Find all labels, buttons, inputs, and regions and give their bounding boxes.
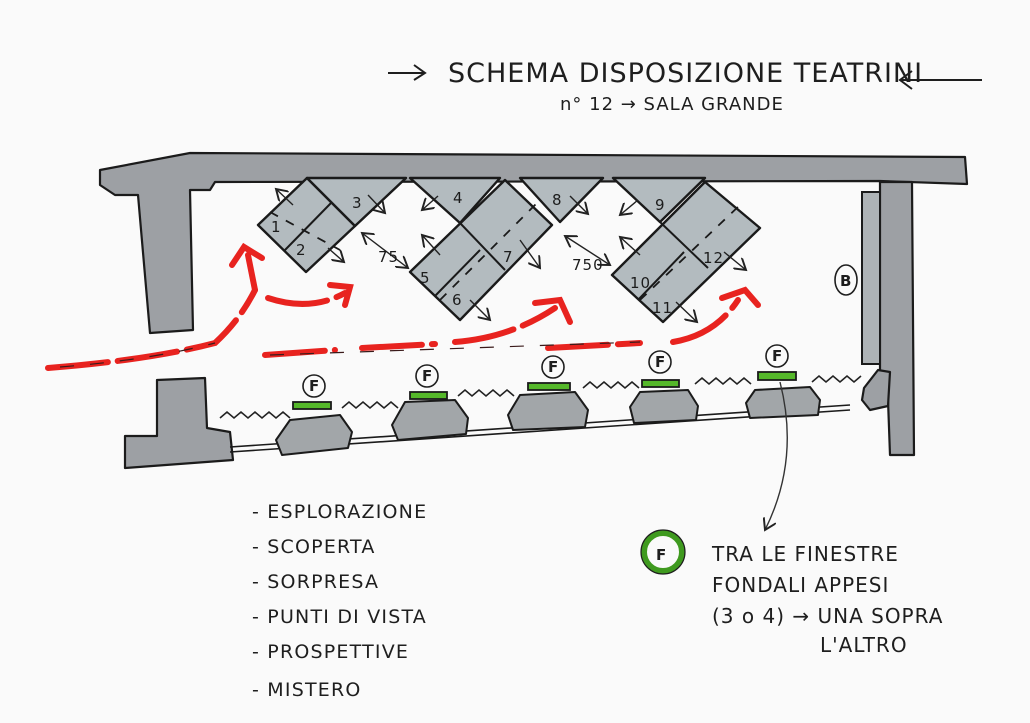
legend-line-1: TRA LE FINESTRE <box>711 542 899 566</box>
panel-block-9 <box>611 176 707 224</box>
legend-line-2: FONDALI APPESI <box>712 573 889 597</box>
dimensions: 75 750 <box>362 233 610 274</box>
curtain-3 <box>457 388 515 398</box>
dimension-label-1: 75 <box>378 248 399 266</box>
path-curve-2-head-icon <box>532 296 573 325</box>
right-wall <box>878 180 916 457</box>
panel-number-11: 11 <box>652 299 673 317</box>
fondali: F F F F F <box>292 344 797 410</box>
panel-group-a <box>256 176 408 274</box>
concept-item: - SCOPERTA <box>252 536 376 558</box>
curtain-1 <box>219 410 291 420</box>
curtain-5 <box>694 376 752 386</box>
curtain-2 <box>341 400 399 410</box>
pier-5 <box>745 386 821 419</box>
panel-number-1: 1 <box>271 218 282 236</box>
fondale-bar <box>527 382 571 391</box>
curtain-6 <box>811 374 862 384</box>
pier-3 <box>507 391 589 431</box>
concept-item: - PUNTI DI VISTA <box>252 606 427 628</box>
fondale-3: F <box>527 355 571 391</box>
curtain-4 <box>582 380 640 390</box>
fondale-bar <box>292 401 332 410</box>
fondale-bar <box>641 379 680 388</box>
path-up-arrow-head-icon <box>229 242 265 268</box>
path-curve-1-head-icon <box>327 282 354 308</box>
dimension-label-2: 750 <box>572 256 604 274</box>
f-marker-label: F <box>309 377 319 395</box>
top-wall <box>98 151 969 335</box>
fondale-4: F <box>641 350 680 388</box>
right-bottom-wall <box>860 368 892 412</box>
panel-block-8 <box>518 176 605 224</box>
concept-item: - SORPRESA <box>252 571 379 593</box>
path-curve-2 <box>452 305 558 345</box>
page-subtitle: n° 12 → SALA GRANDE <box>560 94 784 115</box>
panel-group-c <box>610 176 762 324</box>
fondale-5: F <box>757 344 797 381</box>
f-marker-icon <box>302 374 326 398</box>
concept-item: - MISTERO <box>252 679 362 701</box>
f-marker-icon <box>541 355 565 379</box>
pier-4 <box>629 389 699 424</box>
marker-b-label: B <box>840 272 852 290</box>
fondale-2: F <box>409 364 448 400</box>
legend-line-4: L'ALTRO <box>820 633 908 657</box>
panel-number-7: 7 <box>503 248 514 266</box>
f-marker-label: F <box>772 347 782 365</box>
panel-number-2: 2 <box>296 241 307 259</box>
f-marker-icon <box>415 364 439 388</box>
panel-number-4: 4 <box>453 189 464 207</box>
concept-item: - PROSPETTIVE <box>252 641 409 663</box>
path-curve-1 <box>265 290 348 307</box>
visitor-path <box>45 242 761 371</box>
panel-block-10-11-12 <box>610 180 762 324</box>
panel-numbers: 1 2 3 4 5 6 7 8 9 10 11 12 <box>271 189 724 317</box>
path-up-arrow <box>245 252 258 293</box>
fondale-1: F <box>292 374 332 410</box>
panel-number-8: 8 <box>552 191 563 209</box>
path-curve-3-head-icon <box>719 286 761 308</box>
fondale-bar <box>757 371 797 381</box>
legend-f-marker-icon <box>641 530 685 574</box>
panel-number-5: 5 <box>420 269 431 287</box>
page-title: SCHEMA DISPOSIZIONE TEATRINI <box>448 58 923 89</box>
panel-group-b <box>408 176 605 320</box>
f-marker-icon <box>648 350 672 374</box>
window-piers <box>275 386 821 456</box>
f-marker-icon <box>765 344 789 368</box>
f-marker-label: F <box>548 358 558 376</box>
marker-b-circle-icon <box>834 264 858 296</box>
panel-number-9: 9 <box>655 196 666 214</box>
title-left-arrow-head-icon <box>413 64 427 81</box>
header: SCHEMA DISPOSIZIONE TEATRINI n° 12 → SAL… <box>388 58 982 115</box>
concept-list: - ESPLORAZIONE - SCOPERTA - SORPRESA - P… <box>252 501 427 701</box>
panel-number-3: 3 <box>352 194 363 212</box>
marker-b: B <box>834 264 858 296</box>
concept-item: - ESPLORAZIONE <box>252 501 427 523</box>
legend-line-3: (3 o 4) → UNA SOPRA <box>712 604 943 628</box>
panel-number-12: 12 <box>703 249 724 267</box>
fondale-bar <box>409 391 448 400</box>
f-marker-label: F <box>655 353 665 371</box>
curtains <box>219 374 862 420</box>
path-mid-3 <box>545 340 643 351</box>
left-bottom-wall <box>123 376 235 470</box>
f-marker-label: F <box>422 367 432 385</box>
path-curve-3 <box>670 297 741 345</box>
title-right-arrow-head-icon <box>898 70 913 90</box>
legend-f-label: F <box>656 546 666 564</box>
pier-2 <box>391 399 469 441</box>
legend: F TRA LE FINESTRE FONDALI APPESI (3 o 4)… <box>640 529 943 657</box>
legend-callout-arrow <box>765 381 788 530</box>
path-mid-2 <box>359 341 438 351</box>
pier-1 <box>275 414 353 456</box>
right-inner-panel <box>861 191 881 365</box>
panel-number-10: 10 <box>630 274 651 292</box>
panel-number-6: 6 <box>452 291 463 309</box>
walls <box>98 151 969 470</box>
